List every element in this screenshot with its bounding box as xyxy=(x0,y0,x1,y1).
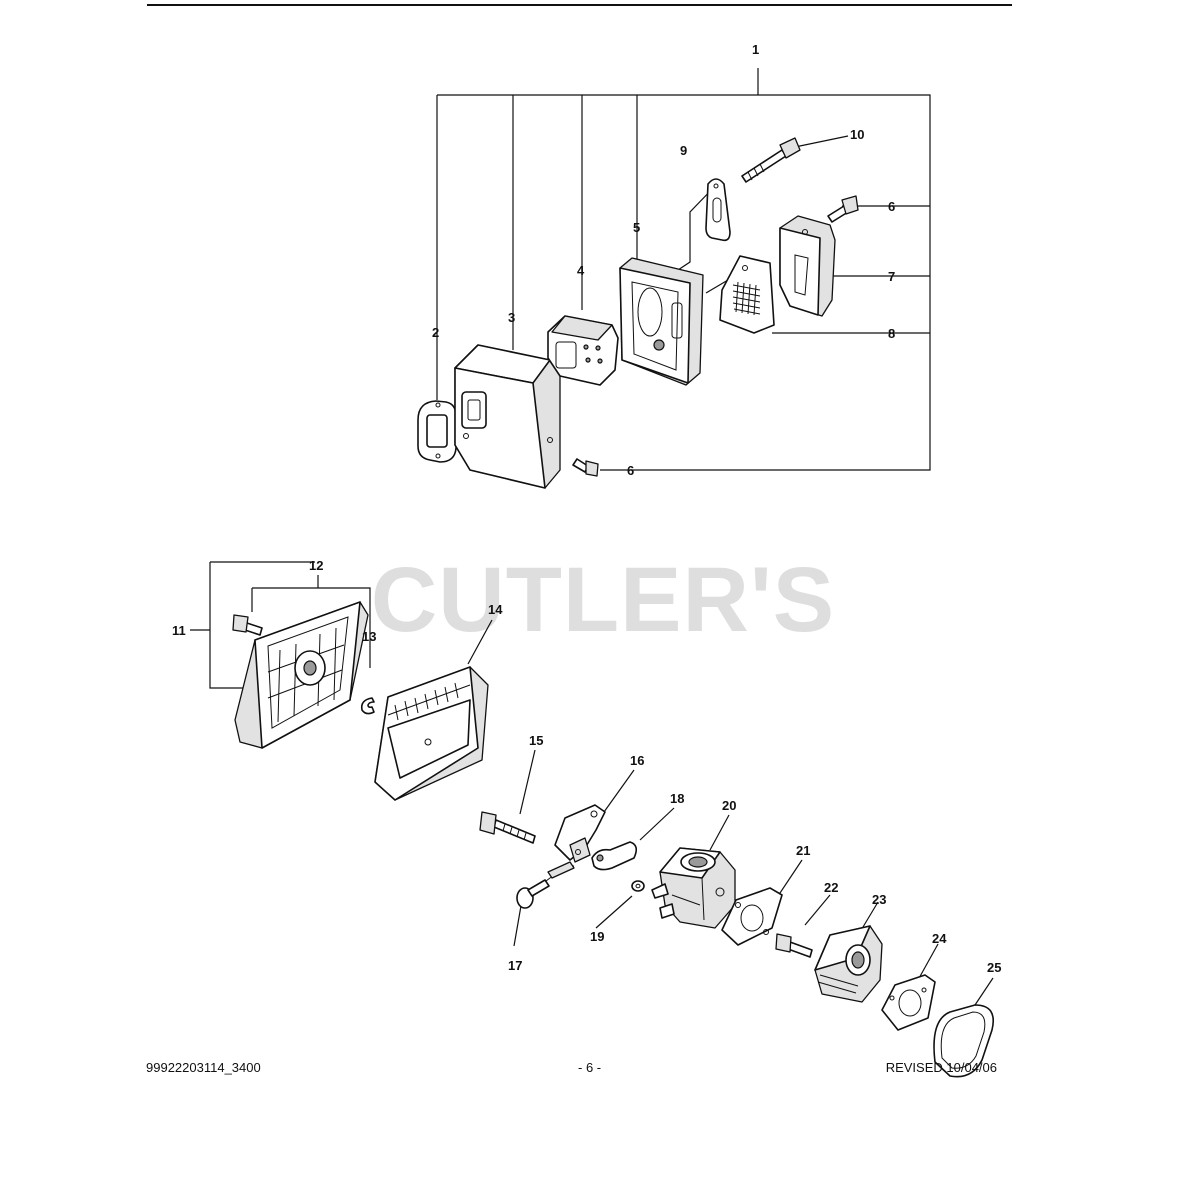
callout-3: 3 xyxy=(508,310,515,325)
callout-14: 14 xyxy=(488,602,503,617)
part-6-screw-lower xyxy=(572,458,599,477)
part-3-muffler-body xyxy=(454,344,561,489)
part-12-air-cleaner-cover xyxy=(234,601,369,749)
callout-24: 24 xyxy=(932,931,947,946)
top-rule xyxy=(147,4,1012,6)
part-10-bolt xyxy=(741,137,801,183)
footer-doc-number: 99922203114_3400 xyxy=(146,1060,261,1075)
part-19-washer xyxy=(631,880,645,892)
part-18-lever xyxy=(591,841,638,871)
part-12-cover-bolt xyxy=(232,614,263,636)
footer-revision-date: REVISED 10/04/06 xyxy=(885,1060,997,1075)
part-17-choke-knob xyxy=(516,861,575,909)
part-7-deflector xyxy=(779,215,836,317)
callout-9: 9 xyxy=(680,143,687,158)
callout-10: 10 xyxy=(850,127,864,142)
screen-mesh xyxy=(732,281,761,316)
part-14-filter xyxy=(374,666,489,801)
part-15-bolt xyxy=(479,811,536,844)
callout-2: 2 xyxy=(432,325,439,340)
callout-21: 21 xyxy=(796,843,810,858)
callout-23: 23 xyxy=(872,892,886,907)
part-8-screen xyxy=(719,255,775,334)
callout-6-lower: 6 xyxy=(627,463,634,478)
callout-labels: 1 2 3 4 5 6 6 7 8 9 10 11 12 13 14 15 16… xyxy=(172,42,1001,975)
callout-12: 12 xyxy=(309,558,323,573)
part-22-bolt xyxy=(775,933,813,958)
callout-19: 19 xyxy=(590,929,604,944)
part-16-bracket xyxy=(554,804,606,863)
callout-1: 1 xyxy=(752,42,759,57)
callout-25: 25 xyxy=(987,960,1001,975)
callout-7: 7 xyxy=(888,269,895,284)
part-6-screw-upper xyxy=(827,195,859,223)
callout-22: 22 xyxy=(824,880,838,895)
callout-13: 13 xyxy=(362,629,376,644)
callout-11: 11 xyxy=(172,623,186,638)
callout-20: 20 xyxy=(722,798,736,813)
callout-5: 5 xyxy=(633,220,640,235)
callout-8: 8 xyxy=(888,326,895,341)
part-4-plate xyxy=(547,315,619,386)
part-2-gasket xyxy=(417,400,457,463)
callout-16: 16 xyxy=(630,753,644,768)
callout-4: 4 xyxy=(577,263,585,278)
callout-15: 15 xyxy=(529,733,543,748)
callout-17: 17 xyxy=(508,958,522,973)
watermark: CUTLER'S xyxy=(370,549,836,651)
part-20-carburetor xyxy=(651,847,736,929)
part-5-cover-frame xyxy=(619,257,704,386)
part-23-insulator xyxy=(814,925,883,1003)
callout-6-upper: 6 xyxy=(888,199,895,214)
part-13-clip xyxy=(360,697,375,715)
part-25-seal xyxy=(933,1004,994,1078)
part-24-gasket xyxy=(881,974,936,1031)
part-9-bracket xyxy=(705,178,731,242)
footer-page-number: - 6 - xyxy=(578,1060,602,1075)
callout-18: 18 xyxy=(670,791,684,806)
part-21-gasket xyxy=(721,887,783,946)
muffler-assembly-leaders xyxy=(436,68,931,471)
lower-assembly-leaders xyxy=(190,561,994,1006)
